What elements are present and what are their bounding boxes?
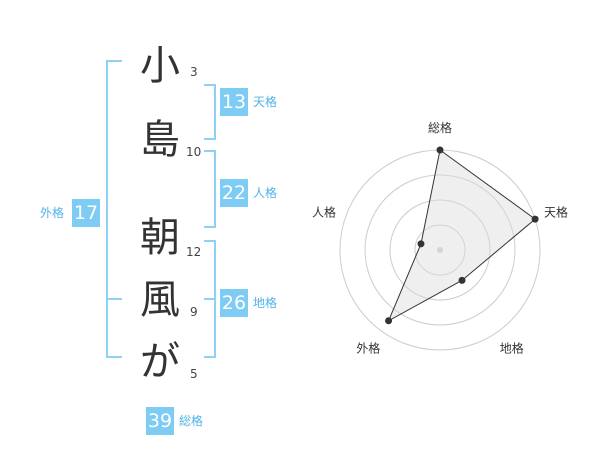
- jinkaku-label: 人格: [253, 186, 278, 200]
- radar-ring-3: [364, 174, 516, 326]
- radar-axis-label-5: 人格: [312, 204, 336, 219]
- name-char-5: が: [140, 339, 180, 385]
- jinkaku-value: 22: [220, 179, 248, 207]
- gaikaku-bracket-bottom: [106, 356, 122, 358]
- chikaku-label: 地格: [253, 296, 278, 310]
- gaikaku-bracket-mid: [106, 298, 122, 300]
- radar-point-1: [436, 146, 444, 154]
- radar-ring-1: [414, 224, 466, 276]
- radar-point-4: [385, 317, 393, 325]
- radar-center-dot: [437, 247, 443, 253]
- soukaku-label: 総格: [179, 414, 204, 428]
- name-char-1: 小: [140, 43, 180, 89]
- stroke-count-4: 9: [190, 305, 198, 319]
- stroke-count-2: 10: [186, 145, 202, 159]
- jinkaku-bracket-top: [204, 150, 216, 152]
- radar-axis-label-4: 外格: [356, 341, 380, 356]
- radar-axis-label-2: 天格: [544, 204, 568, 219]
- jinkaku-bracket-line: [214, 150, 216, 228]
- stroke-count-1: 3: [190, 65, 198, 79]
- stroke-count-3: 12: [186, 245, 202, 259]
- gaikaku-value: 17: [72, 199, 100, 227]
- radar-point-2: [531, 215, 539, 223]
- tenkaku-bracket-bottom: [204, 138, 216, 140]
- tenkaku-value: 13: [220, 88, 248, 116]
- name-char-2: 島: [140, 117, 180, 163]
- soukaku-value: 39: [146, 407, 174, 435]
- chikaku-bracket-top: [204, 240, 216, 242]
- chikaku-bracket-bottom: [204, 356, 216, 358]
- tenkaku-label: 天格: [253, 95, 278, 109]
- tenkaku-bracket-top: [204, 84, 216, 86]
- radar-polygon: [387, 149, 536, 322]
- jinkaku-bracket-bottom: [204, 226, 216, 228]
- gaikaku-bracket-top: [106, 60, 122, 62]
- chikaku-value: 26: [220, 289, 248, 317]
- name-char-4: 風: [140, 277, 180, 323]
- radar-point-3: [458, 276, 466, 284]
- name-char-3: 朝: [140, 215, 180, 261]
- gaikaku-bracket-line: [106, 60, 108, 358]
- radar-point-5: [417, 240, 425, 248]
- radar-axis-label-1: 総格: [428, 120, 452, 135]
- radar-ring-2: [389, 199, 491, 301]
- chikaku-bracket-mid: [204, 298, 216, 300]
- radar-axis-label-3: 地格: [500, 341, 524, 356]
- tenkaku-bracket-line: [214, 84, 216, 140]
- gaikaku-label: 外格: [40, 206, 65, 220]
- stroke-count-5: 5: [190, 367, 198, 381]
